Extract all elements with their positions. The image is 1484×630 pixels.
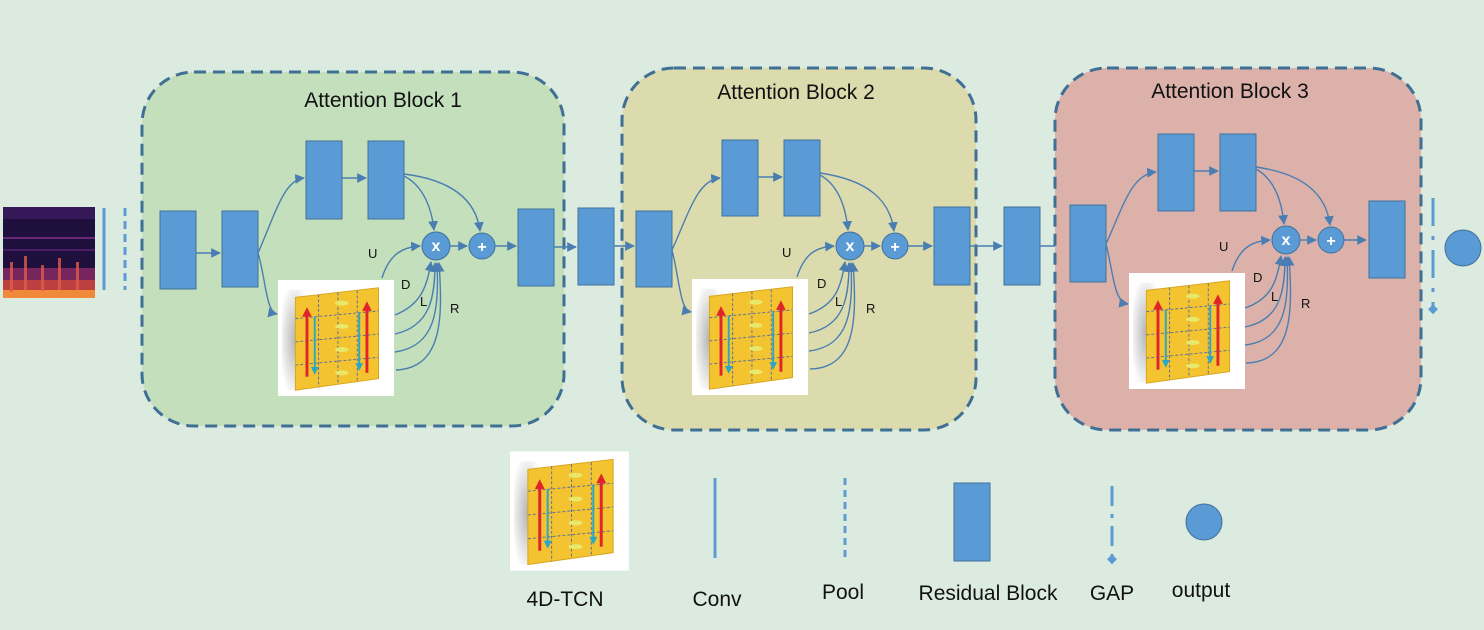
attention-block-3: Attention Block 3 x + U D L R xyxy=(1053,66,1423,432)
residual-block xyxy=(721,139,759,217)
label-up: U xyxy=(782,245,791,260)
residual-block xyxy=(577,207,615,286)
residual-block xyxy=(305,140,343,220)
label-down: D xyxy=(401,277,410,292)
legend: 4D-TCN Conv Pool Residual Block GAP outp… xyxy=(510,450,1231,611)
attention-block-1-frame xyxy=(140,70,566,428)
label-left: L xyxy=(420,294,427,309)
residual-block xyxy=(1219,133,1257,212)
legend-output-label: output xyxy=(1172,579,1231,602)
label-right: R xyxy=(450,301,459,316)
label-left: L xyxy=(1271,289,1278,304)
label-right: R xyxy=(866,301,875,316)
attention-block-1: Attention Block 1 x + U D L R xyxy=(140,70,566,428)
legend-residual-label: Residual Block xyxy=(919,582,1058,605)
legend-tcn-label: 4D-TCN xyxy=(527,588,604,611)
residual-block xyxy=(933,206,971,286)
residual-block xyxy=(635,210,673,288)
label-down: D xyxy=(1253,270,1262,285)
label-down: D xyxy=(817,276,826,291)
residual-block xyxy=(1003,206,1041,286)
label-right: R xyxy=(1301,296,1310,311)
residual-block xyxy=(221,210,259,288)
legend-gap-icon xyxy=(1107,486,1117,565)
tcn-module xyxy=(692,277,808,397)
legend-tcn-icon xyxy=(510,450,629,572)
label-left: L xyxy=(835,294,842,309)
spectrogram-input-image xyxy=(3,207,95,298)
multiply-symbol: x xyxy=(846,238,855,255)
add-symbol: + xyxy=(1326,233,1335,250)
legend-output-icon xyxy=(1185,503,1223,541)
residual-block xyxy=(367,140,405,220)
residual-block xyxy=(159,210,197,290)
tcn-module xyxy=(1129,271,1245,391)
residual-block xyxy=(783,139,821,217)
multiply-symbol: x xyxy=(432,238,441,255)
attention-block-2-arrows xyxy=(614,172,933,370)
multiply-symbol: x xyxy=(1282,232,1291,249)
attention-block-3-title: Attention Block 3 xyxy=(1151,80,1309,103)
final-output-node xyxy=(1444,229,1482,267)
residual-block xyxy=(1069,204,1107,283)
label-up: U xyxy=(368,246,377,261)
legend-gap-label: GAP xyxy=(1090,582,1134,605)
attention-block-2: Attention Block 2 x + U D L R xyxy=(614,66,978,432)
legend-conv-label: Conv xyxy=(692,588,742,611)
label-up: U xyxy=(1219,239,1228,254)
residual-block xyxy=(1368,200,1406,279)
legend-residual-icon xyxy=(953,482,991,562)
final-gap-layer xyxy=(1428,198,1438,315)
add-symbol: + xyxy=(477,239,486,256)
attention-block-2-title: Attention Block 2 xyxy=(717,81,875,104)
legend-pool-label: Pool xyxy=(822,581,864,604)
attention-block-3-arrows xyxy=(1105,166,1367,364)
residual-block xyxy=(1157,133,1195,212)
add-symbol: + xyxy=(890,239,899,256)
residual-block xyxy=(517,208,555,287)
tcn-module xyxy=(278,278,394,398)
attention-block-1-title: Attention Block 1 xyxy=(304,89,462,112)
attention-block-1-arrows xyxy=(196,173,517,371)
